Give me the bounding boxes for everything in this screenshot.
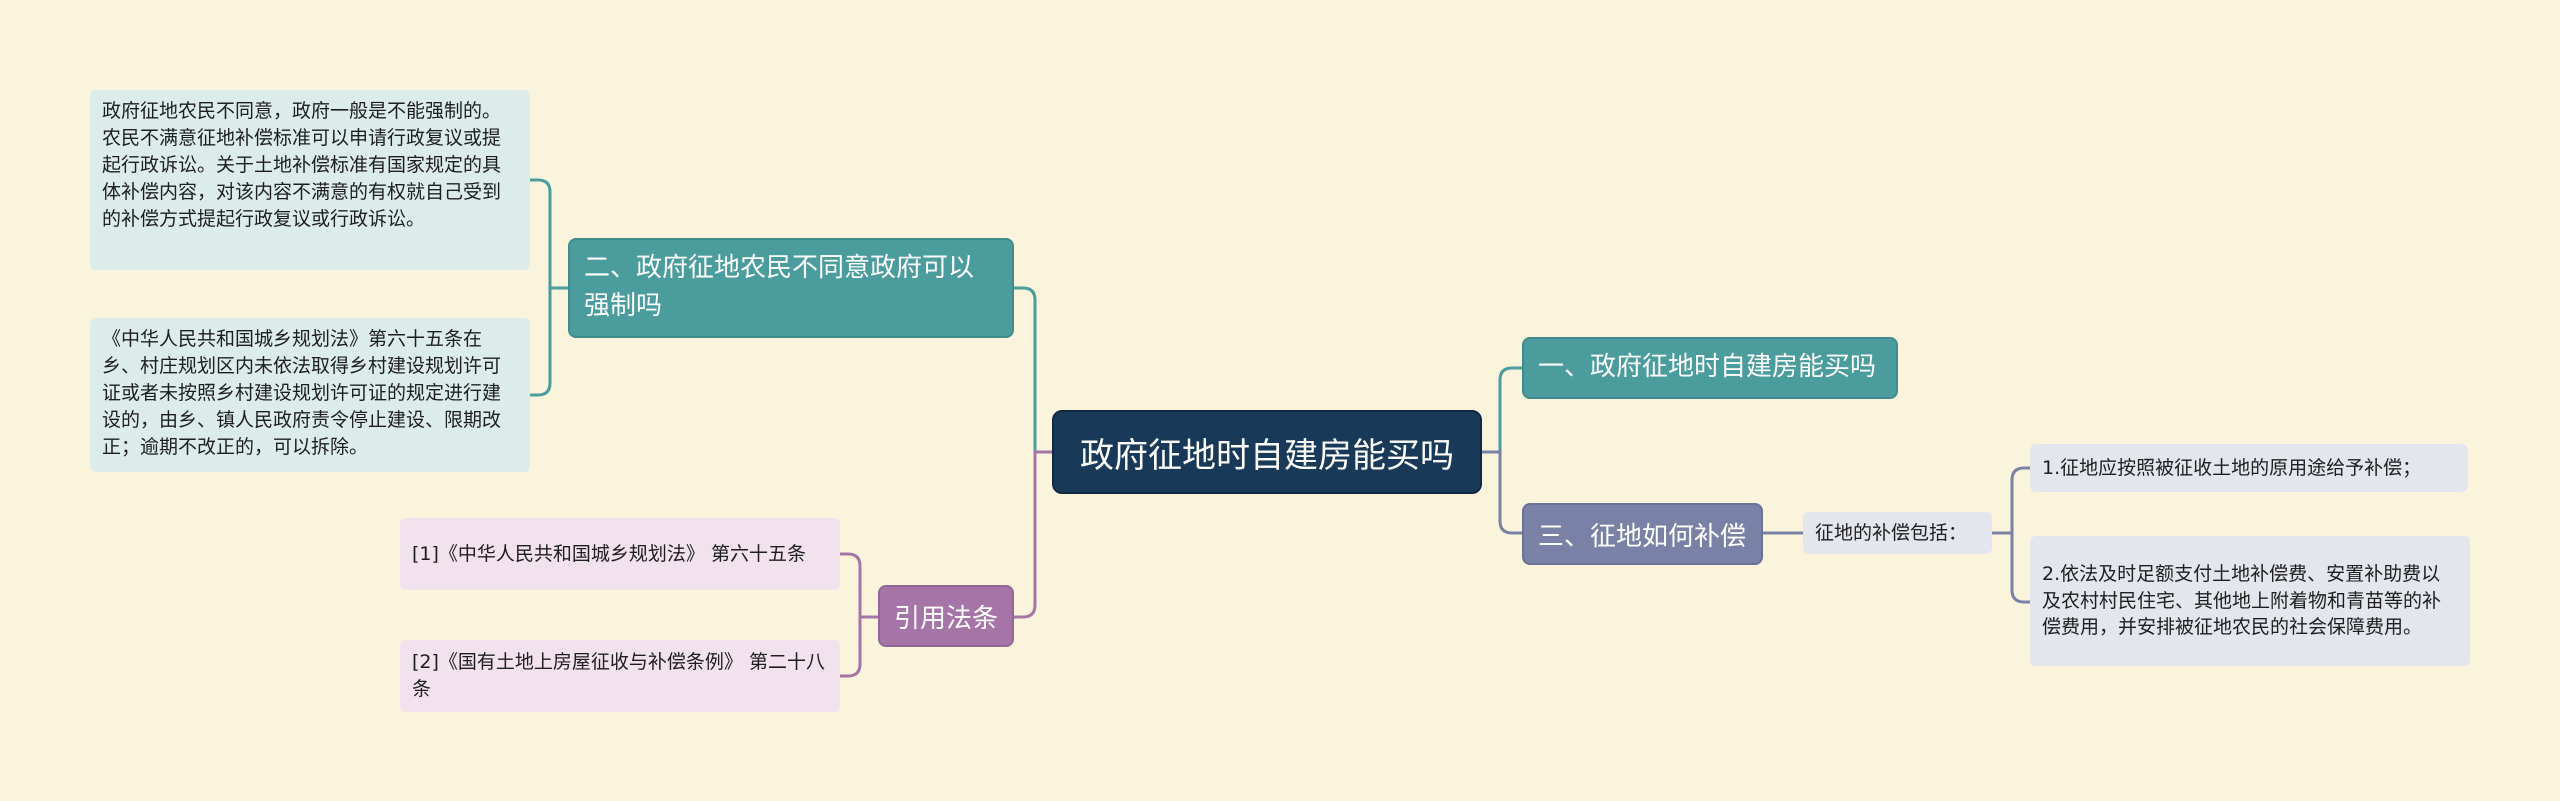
branch-3-label: 三、征地如何补偿 (1538, 521, 1747, 552)
branch-2-leaf-1[interactable]: 政府征地农民不同意，政府一般是不能强制的。农民不满意征地补偿标准可以申请行政复议… (90, 90, 530, 270)
link-root-b4 (1014, 450, 1052, 619)
branch-2[interactable]: 二、政府征地农民不同意政府可以强制吗 (568, 238, 1014, 338)
branch-3[interactable]: 三、征地如何补偿 (1522, 503, 1763, 565)
branch-4-leaf-1[interactable]: [1]《中华人民共和国城乡规划法》 第六十五条 (400, 518, 840, 590)
root-topic-label: 政府征地时自建房能买吗 (1080, 435, 1454, 476)
branch-3-leaf-1[interactable]: 1.征地应按照被征收土地的原用途给予补偿； (2030, 444, 2468, 492)
branch-1[interactable]: 一、政府征地时自建房能买吗 (1522, 337, 1898, 399)
link-sub-leaf2 (1992, 531, 2030, 604)
link-b4-leaf1 (840, 552, 878, 619)
branch-3-leaf-2-text: 2.依法及时足额支付土地补偿费、安置补助费以及农村村民住宅、其他地上附着物和青苗… (2042, 562, 2442, 639)
branch-2-leaf-2[interactable]: 《中华人民共和国城乡规划法》第六十五条在乡、村庄规划区内未依法取得乡村建设规划许… (90, 318, 530, 472)
branch-4-leaf-2[interactable]: [2]《国有土地上房屋征收与补偿条例》 第二十八条 (400, 640, 840, 712)
link-b2-leaf2 (530, 286, 568, 397)
branch-1-label: 一、政府征地时自建房能买吗 (1538, 352, 1877, 383)
link-root-b2 (1014, 286, 1052, 454)
branch-3-sub-label: 征地的补偿包括： (1815, 521, 1968, 544)
link-b2-leaf1 (530, 178, 568, 290)
branch-3-sub[interactable]: 征地的补偿包括： (1803, 512, 1992, 554)
branch-2-leaf-2-text: 《中华人民共和国城乡规划法》第六十五条在乡、村庄规划区内未依法取得乡村建设规划许… (102, 328, 502, 458)
link-b4-leaf2 (840, 615, 878, 678)
branch-2-leaf-1-text: 政府征地农民不同意，政府一般是不能强制的。农民不满意征地补偿标准可以申请行政复议… (102, 100, 502, 230)
link-sub-leaf1 (1992, 466, 2030, 535)
branch-4-label: 引用法条 (893, 603, 998, 634)
branch-4[interactable]: 引用法条 (878, 585, 1014, 647)
root-topic[interactable]: 政府征地时自建房能买吗 (1052, 410, 1482, 494)
link-root-b1 (1482, 366, 1522, 454)
branch-2-label: 二、政府征地农民不同意政府可以强制吗 (584, 253, 975, 321)
branch-4-leaf-2-text: [2]《国有土地上房屋征收与补偿条例》 第二十八条 (412, 651, 825, 700)
branch-3-leaf-1-text: 1.征地应按照被征收土地的原用途给予补偿； (2042, 456, 2422, 479)
link-root-b3 (1482, 450, 1522, 535)
branch-4-leaf-1-text: [1]《中华人民共和国城乡规划法》 第六十五条 (412, 542, 806, 565)
branch-3-leaf-2[interactable]: 2.依法及时足额支付土地补偿费、安置补助费以及农村村民住宅、其他地上附着物和青苗… (2030, 536, 2470, 666)
